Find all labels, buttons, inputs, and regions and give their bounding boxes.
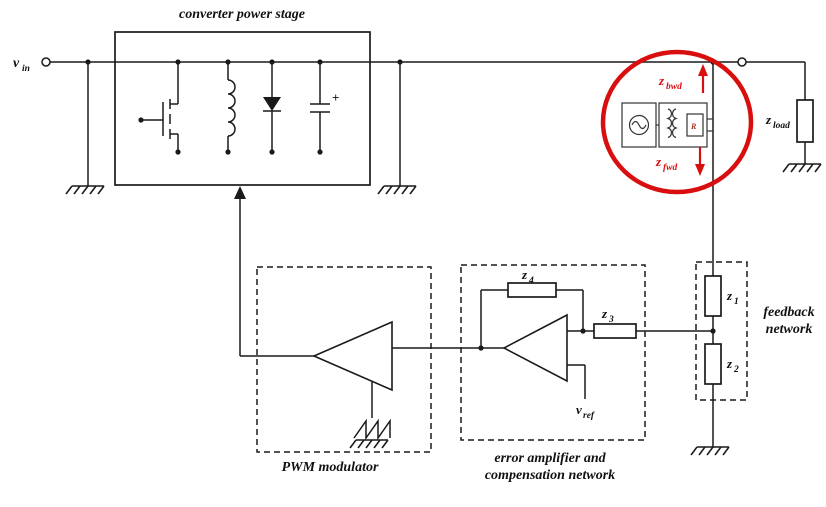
zload-resistor [796, 99, 814, 143]
z1-resistor [704, 275, 722, 317]
vref-label: v ref [576, 402, 595, 421]
z4-label-sub: 4 [528, 276, 534, 286]
ground-symbol [65, 185, 105, 195]
error-amplifier-stage: z 3 z 4 v ref error amplifier and compen… [460, 264, 713, 483]
z2-label: z 2 [726, 356, 739, 375]
z4-label-base: z [521, 267, 528, 282]
inductor-icon [225, 59, 236, 155]
vin-label: v in [13, 56, 30, 74]
error-amp-title-line2: compensation network [485, 468, 615, 483]
feedback-network-title: feedback network [763, 305, 814, 337]
zbwd-label: z bwd [658, 64, 708, 93]
ground-symbol [690, 446, 730, 456]
error-amplifier-title: error amplifier and compensation network [485, 451, 615, 483]
vin-label-base: v [13, 56, 20, 71]
pwm-modulator-stage: PWM modulator [234, 186, 504, 475]
diode-icon [263, 59, 281, 155]
z1-label-base: z [726, 288, 733, 303]
z3-label: z 3 [601, 306, 614, 325]
feedback-title-line2: network [766, 322, 813, 337]
converter-power-stage-title: converter power stage [179, 7, 305, 22]
z3-resistor [593, 323, 637, 339]
capacitor-icon: + [310, 59, 339, 155]
error-amplifier-box [460, 264, 646, 441]
zbwd-arrowhead-icon [698, 64, 708, 76]
zload-label: z load [765, 112, 790, 131]
pwm-modulator-title: PWM modulator [282, 460, 379, 475]
injection-transformer-box [658, 102, 708, 148]
error-amp-title-line1: error amplifier and [494, 451, 606, 466]
zfwd-label: z fwd [655, 147, 705, 176]
transformer-coil-icon [666, 108, 672, 139]
output-terminal [737, 57, 747, 67]
zfwd-label-sub: fwd [663, 163, 678, 173]
zfwd-arrowhead-icon [695, 164, 705, 176]
feedback-title-line1: feedback [763, 305, 814, 320]
zfwd-label-base: z [655, 154, 662, 169]
output-return-branch [377, 59, 417, 195]
ground-symbol [349, 439, 389, 449]
comparator-triangle [311, 320, 393, 392]
capacitor-plus-mark: + [332, 90, 339, 105]
z3-label-sub: 3 [608, 315, 614, 325]
input-return-branch [65, 59, 105, 195]
z3-label-base: z [601, 306, 608, 321]
z2-label-base: z [726, 356, 733, 371]
sine-wave-icon [631, 120, 647, 130]
mosfet-icon [138, 59, 181, 155]
zload-label-base: z [765, 112, 772, 127]
vref-label-sub: ref [583, 411, 595, 421]
z4-label: z 4 [521, 267, 534, 286]
vin-label-sub: in [22, 64, 30, 74]
zbwd-label-base: z [658, 73, 665, 88]
red-highlight-circle [600, 49, 754, 195]
load-branch: z load [765, 62, 822, 173]
vin-terminal [41, 57, 51, 67]
pwm-modulator-box [256, 266, 432, 453]
vref-label-base: v [576, 402, 582, 417]
ground-symbol [782, 163, 822, 173]
feedback-network: z 1 z 2 feedback network [690, 261, 815, 456]
z2-label-sub: 2 [733, 365, 739, 375]
injection-resistor-label: R [690, 122, 697, 131]
ground-symbol [377, 185, 417, 195]
z1-label: z 1 [726, 288, 739, 307]
z2-resistor [704, 343, 722, 385]
zbwd-label-sub: bwd [666, 82, 682, 92]
feedback-network-box [695, 261, 748, 401]
converter-power-stage-box [114, 31, 371, 186]
zload-label-sub: load [773, 121, 790, 131]
gate-drive-arrow [234, 186, 246, 199]
injection-circuit: R [621, 102, 713, 148]
ac-source-icon [628, 114, 650, 136]
error-amp-triangle [502, 313, 568, 383]
z1-label-sub: 1 [734, 297, 739, 307]
injection-resistor [686, 113, 704, 137]
transformer-coil-icon [672, 108, 678, 139]
sawtooth-icon [353, 418, 391, 441]
